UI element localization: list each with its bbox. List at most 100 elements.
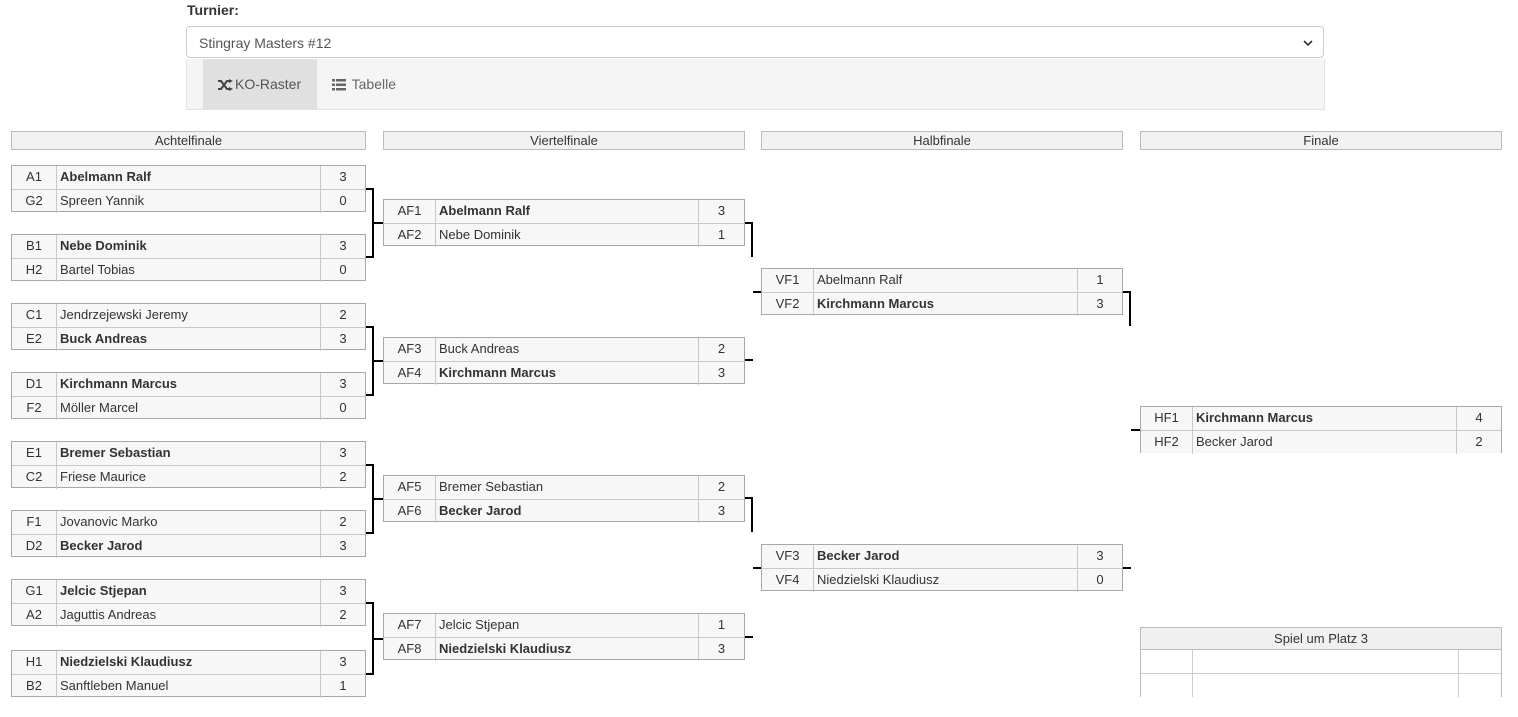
seed-label: VF3 (762, 545, 814, 568)
connector-line (751, 222, 753, 257)
round-header-viertelfinale: Viertelfinale (383, 131, 745, 150)
player-name: Bremer Sebastian (60, 445, 171, 460)
score: 3 (320, 580, 365, 603)
seed-label: VF4 (762, 569, 814, 592)
seed-label: F2 (12, 397, 57, 420)
score: 1 (1077, 269, 1122, 292)
connector-line (366, 188, 374, 190)
player-name: Becker Jarod (439, 503, 522, 518)
connector-line (1129, 291, 1131, 326)
player-name: Jelcic Stjepan (439, 617, 520, 632)
score: 0 (320, 397, 365, 420)
seed-label: VF1 (762, 269, 814, 292)
connector-line (372, 464, 374, 534)
seed-label: A1 (12, 166, 57, 189)
player-name: Nebe Dominik (60, 238, 147, 253)
score: 0 (320, 190, 365, 213)
score: 2 (698, 476, 744, 499)
seed-label: G1 (12, 580, 57, 603)
score: 3 (320, 166, 365, 189)
player-name: Buck Andreas (439, 341, 520, 356)
connector-line (374, 360, 383, 362)
score: 1 (698, 224, 744, 247)
player-name: Kirchmann Marcus (817, 296, 935, 311)
score: 3 (320, 535, 365, 558)
seed-label: D1 (12, 373, 57, 396)
tournament-select[interactable]: Stingray Masters #12 (186, 26, 1324, 58)
player-name: Buck Andreas (60, 331, 147, 346)
chevron-down-icon (1303, 40, 1313, 47)
seed-label: VF2 (762, 293, 814, 316)
shuffle-icon (218, 79, 233, 92)
player-name: Jovanovic Marko (60, 514, 158, 529)
score: 3 (1077, 293, 1122, 316)
connector-line (1123, 567, 1131, 569)
seed-label: H1 (12, 651, 57, 674)
list-icon (332, 79, 346, 91)
player-name: Bremer Sebastian (439, 479, 544, 494)
seed-label: C2 (12, 466, 57, 489)
seed-label: B1 (12, 235, 57, 258)
connector-line (1123, 291, 1131, 293)
connector-line (366, 464, 374, 466)
player-name: Abelmann Ralf (817, 272, 903, 287)
seed-label: HF1 (1141, 407, 1193, 430)
player-name: Nebe Dominik (439, 227, 521, 242)
seed-label: H2 (12, 259, 57, 282)
score: 3 (698, 500, 744, 523)
player-name: Kirchmann Marcus (1196, 410, 1314, 425)
player-name: Kirchmann Marcus (439, 365, 557, 380)
tab-tabelle[interactable]: Tabelle (332, 59, 422, 109)
player-name: Jaguttis Andreas (60, 607, 157, 622)
score: 4 (1456, 407, 1501, 430)
player-name: Niedzielski Klaudiusz (817, 572, 940, 587)
third-place-match (1140, 650, 1502, 697)
connector-line (753, 567, 761, 569)
tab-ko-raster[interactable]: KO-Raster (203, 59, 317, 109)
connector-line (1131, 429, 1140, 431)
connector-line (751, 497, 753, 532)
connector-line (374, 498, 383, 500)
connector-line (745, 497, 753, 499)
connector-line (753, 291, 761, 293)
score: 2 (320, 466, 365, 489)
score: 3 (698, 638, 744, 661)
score: 3 (698, 200, 744, 223)
score: 3 (698, 362, 744, 385)
score: 2 (320, 511, 365, 534)
score: 3 (320, 373, 365, 396)
player-name: Spreen Yannik (60, 193, 145, 208)
score: 3 (320, 235, 365, 258)
